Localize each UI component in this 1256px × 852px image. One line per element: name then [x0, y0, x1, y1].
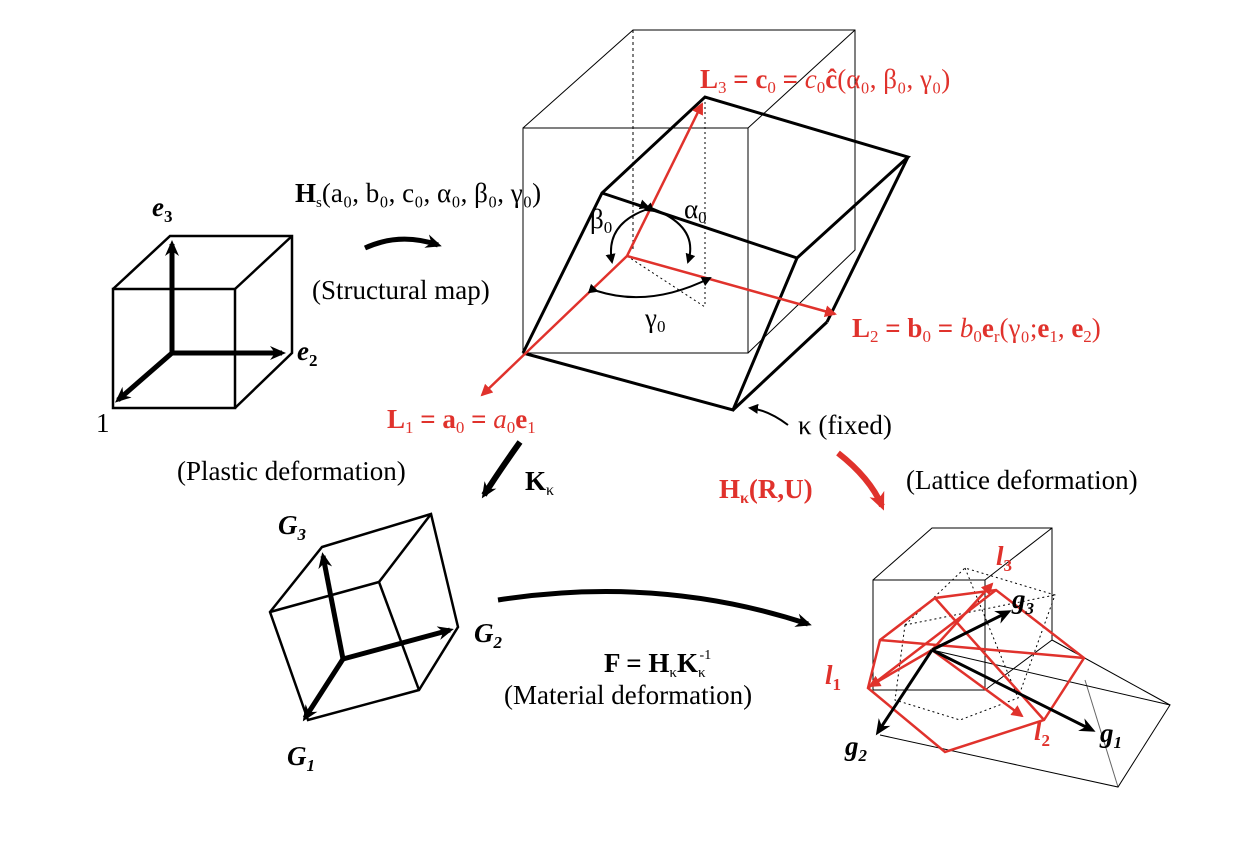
beta-arc	[605, 202, 655, 264]
structural-map-caption: (Structural map)	[312, 275, 490, 305]
G2-arrow	[342, 626, 454, 662]
l3-arrow	[931, 582, 994, 651]
e2-label: e2	[297, 336, 317, 370]
l3-label: l3	[996, 541, 1012, 575]
material-deformation-caption: (Material deformation)	[504, 680, 752, 710]
L2-label: L2 = b0 = b0er(γ₀;e1, e2)	[852, 313, 1101, 346]
deformed-red-cell	[866, 588, 1086, 754]
g1-label: g1	[1099, 718, 1122, 752]
deformed-bounding-box	[872, 527, 1171, 788]
G3-arrow	[318, 552, 346, 660]
lattice-vectors	[480, 102, 837, 397]
deformed-red-vectors	[868, 582, 1024, 718]
g1-arrow	[931, 648, 1096, 732]
lattice-deformation-arrow	[836, 450, 885, 511]
g3-label: g3	[1011, 584, 1035, 618]
G1-arrow	[302, 657, 346, 722]
plastic-deformation-caption: (Plastic deformation)	[177, 456, 406, 486]
g3-arrow	[931, 610, 1012, 652]
L3-arrow	[625, 102, 704, 257]
kappa-pointer-arrow	[748, 403, 789, 426]
plastic-cube	[268, 512, 460, 722]
L1-label: L1 = a0 = a0e1	[387, 404, 536, 437]
gamma-label: γ0	[644, 303, 665, 336]
e3-label: e3	[152, 192, 172, 226]
G1-label: G1	[287, 741, 315, 775]
structural-map-formula: Hs(a₀, b₀, c₀, α₀, β₀, γ₀)	[295, 178, 541, 211]
lattice-operator-label: Hκ(R,U)	[719, 474, 813, 507]
beta-label: β0	[590, 204, 612, 237]
alpha-arc	[638, 199, 696, 264]
G2-label: G2	[474, 618, 503, 652]
G3-label: G3	[278, 510, 307, 544]
l1-label: l1	[825, 660, 841, 694]
e1-label: 1	[96, 408, 110, 438]
plastic-deformation-arrow	[481, 440, 523, 499]
e1-arrow	[114, 351, 174, 403]
deformed-black-vectors	[875, 610, 1096, 736]
lattice-cell	[521, 95, 911, 412]
l2-arrow	[931, 648, 1024, 718]
alpha-label: α0	[684, 194, 707, 227]
structural-map-arrow	[363, 234, 442, 251]
l2-label: l2	[1034, 716, 1050, 750]
material-formula: F = HκKκ-1	[604, 648, 711, 681]
angle-arcs	[587, 199, 712, 299]
l1-arrow	[868, 648, 933, 688]
deformed-dotted-cell	[894, 567, 1056, 721]
gamma-arc	[587, 277, 712, 299]
kappa-fixed-label: κ (fixed)	[798, 410, 892, 440]
plastic-operator-label: Kκ	[525, 466, 554, 499]
g2-arrow	[875, 649, 934, 736]
g2-label: g2	[844, 731, 868, 765]
G-basis-arrows	[302, 552, 454, 722]
lattice-deformation-caption: (Lattice deformation)	[906, 465, 1138, 495]
L3-label: L3 = c0 = c0ĉ(α₀, β₀, γ₀)	[700, 64, 950, 97]
reference-basis-arrows	[114, 240, 286, 403]
material-deformation-arrow	[497, 589, 812, 627]
L2-arrow	[626, 254, 837, 318]
